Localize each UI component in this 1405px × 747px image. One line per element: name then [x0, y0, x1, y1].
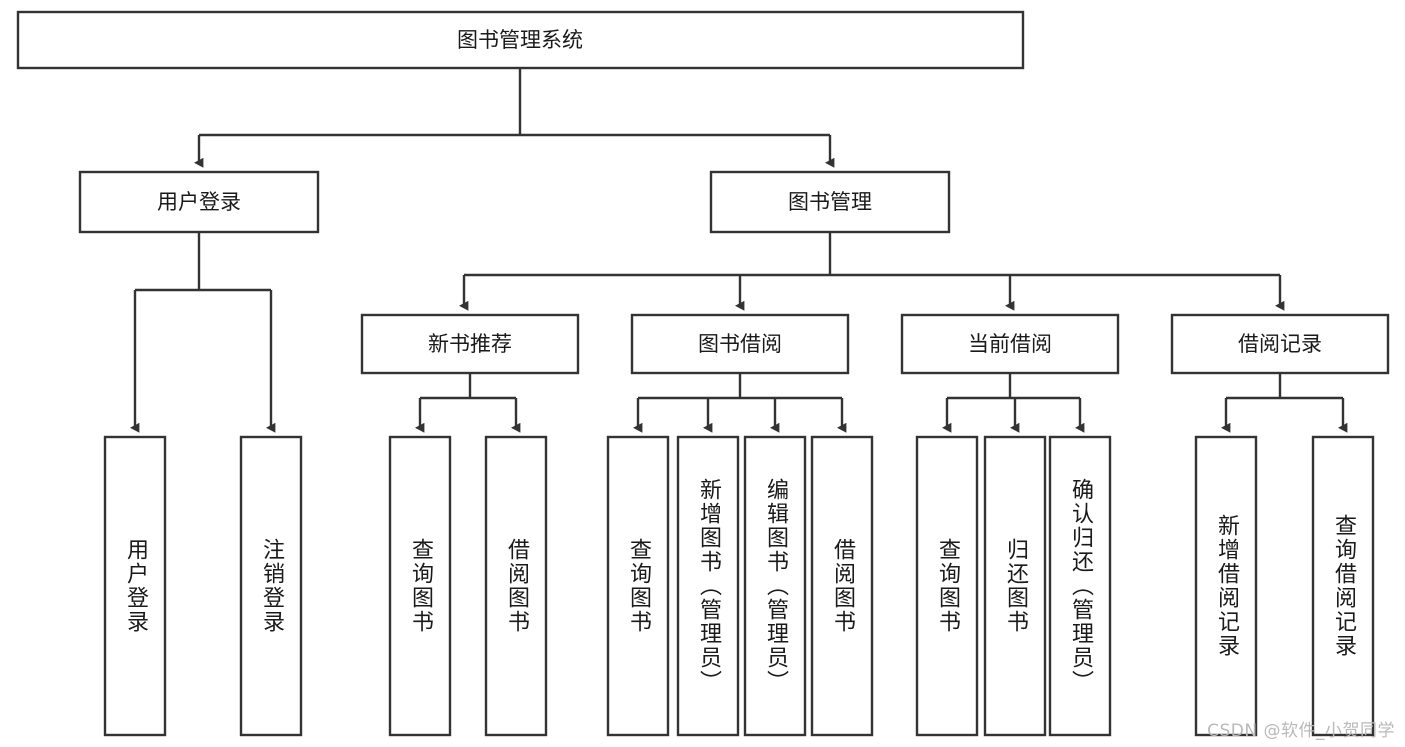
connector-group-root-to-level2: [194, 68, 835, 168]
node-borrow-record-label: 借阅记录: [1238, 332, 1322, 356]
leaf-box-new-book-1[interactable]: [388, 435, 452, 737]
watermark-text: CSDN @软件_小贺同学: [1207, 721, 1395, 741]
node-root-label: 图书管理系统: [457, 28, 583, 52]
leaf-box-book-borrow-4[interactable]: [810, 435, 874, 737]
connector-group-bookmanage-to-level3: [459, 232, 1285, 311]
leaf-box-borrow-record-2[interactable]: [1311, 435, 1375, 737]
leaf-box-user-login-1[interactable]: [103, 435, 167, 737]
node-book-manage-box[interactable]: [709, 170, 951, 234]
leaf-box-book-borrow-2[interactable]: [676, 435, 740, 737]
leaf-box-borrow-record-1[interactable]: [1194, 435, 1258, 737]
node-borrow-record-box[interactable]: [1170, 313, 1390, 375]
connector-group-userlogin-to-leaves: [130, 232, 276, 433]
node-current-borrow-label: 当前借阅: [968, 332, 1052, 356]
connector-group-borrowrecord-to-leaves: [1221, 373, 1348, 433]
node-book-manage-label: 图书管理: [788, 190, 872, 214]
node-user-login-box[interactable]: [78, 170, 320, 234]
leaf-box-current-borrow-1[interactable]: [915, 435, 979, 737]
node-user-login[interactable]: 用户登录: [78, 170, 320, 234]
node-new-book-recommend-box[interactable]: [360, 313, 580, 375]
node-current-borrow-box[interactable]: [900, 313, 1120, 375]
leaf-box-current-borrow-3[interactable]: [1048, 435, 1112, 737]
leaf-box-user-login-2[interactable]: [239, 435, 303, 737]
node-book-borrow-label: 图书借阅: [698, 332, 782, 356]
connector-group-bookborrow-to-leaves: [633, 373, 847, 433]
leaf-box-current-borrow-2[interactable]: [983, 435, 1047, 737]
node-new-book-recommend[interactable]: 新书推荐: [360, 313, 580, 375]
node-book-manage[interactable]: 图书管理: [709, 170, 951, 234]
leaf-box-book-borrow-1[interactable]: [606, 435, 670, 737]
node-book-borrow[interactable]: 图书借阅: [630, 313, 850, 375]
leaf-box-new-book-2[interactable]: [484, 435, 548, 737]
node-book-borrow-box[interactable]: [630, 313, 850, 375]
node-new-book-recommend-label: 新书推荐: [428, 332, 512, 356]
connector-group-currentborrow-to-leaves: [942, 373, 1085, 433]
leaf-box-book-borrow-3[interactable]: [743, 435, 807, 737]
node-root[interactable]: 图书管理系统: [16, 10, 1025, 70]
node-user-login-label: 用户登录: [157, 190, 241, 214]
node-root-box[interactable]: [16, 10, 1025, 70]
connector-group-newbook-to-leaves: [415, 373, 521, 433]
node-borrow-record[interactable]: 借阅记录: [1170, 313, 1390, 375]
node-current-borrow[interactable]: 当前借阅: [900, 313, 1120, 375]
